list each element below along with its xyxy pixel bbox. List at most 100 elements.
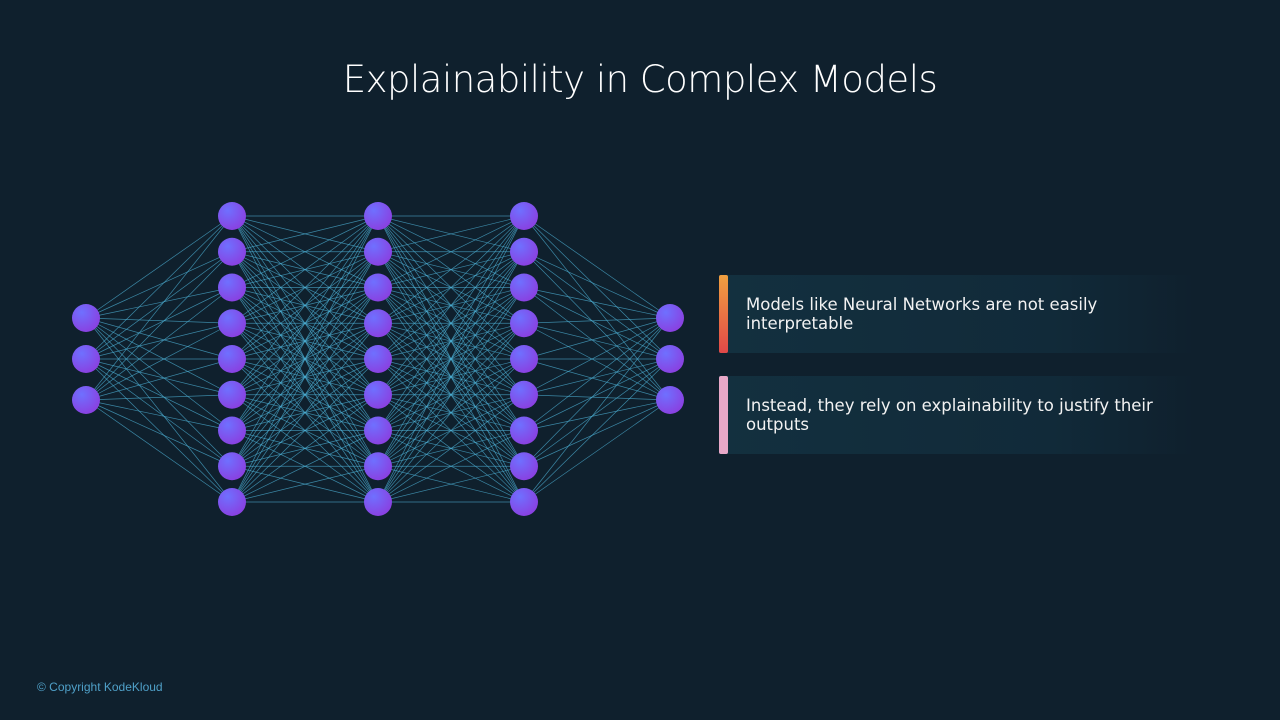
network-edge: [231, 430, 379, 503]
network-edge: [85, 322, 233, 360]
network-edge: [231, 215, 379, 395]
network-edge: [523, 399, 671, 467]
network-edge: [85, 399, 233, 467]
network-node: [364, 452, 392, 481]
network-node: [218, 345, 246, 373]
network-edge: [85, 358, 233, 431]
network-node: [510, 416, 538, 445]
network-edge: [523, 399, 671, 431]
network-node: [510, 345, 538, 373]
network-edge: [377, 430, 525, 503]
network-node: [364, 309, 392, 338]
card-text: Instead, they rely on explainability to …: [746, 396, 1153, 434]
network-edge: [523, 358, 671, 431]
network-node: [656, 386, 684, 414]
network-edge: [377, 465, 525, 503]
network-edge: [231, 215, 379, 467]
network-edge: [231, 358, 379, 503]
network-edge: [231, 215, 379, 431]
network-node: [364, 202, 392, 230]
network-node: [218, 309, 246, 338]
network-node: [218, 237, 246, 266]
network-edge: [523, 317, 671, 431]
network-edge: [85, 317, 233, 431]
network-edge: [377, 215, 525, 360]
network-edge: [85, 399, 233, 503]
network-edge: [523, 317, 671, 324]
network-edge: [523, 394, 671, 401]
network-edge: [85, 287, 233, 319]
network-edge: [85, 358, 233, 401]
network-edge: [523, 317, 671, 396]
network-edge: [377, 358, 525, 503]
network-edge: [523, 287, 671, 401]
network-edge: [377, 215, 525, 253]
network-edge: [231, 251, 379, 503]
network-edge: [231, 215, 379, 324]
network-edge: [231, 394, 379, 503]
network-edge: [523, 358, 671, 396]
network-edge: [85, 215, 233, 360]
network-edge: [85, 394, 233, 401]
network-node: [364, 273, 392, 302]
network-edge: [85, 251, 233, 401]
network-node: [218, 202, 246, 230]
network-edge: [231, 323, 379, 503]
network-node: [72, 386, 100, 414]
network-edge: [231, 215, 379, 503]
network-node: [510, 309, 538, 338]
network-edge: [523, 317, 671, 503]
network-node: [218, 416, 246, 445]
network-edge: [231, 215, 379, 360]
network-node: [218, 488, 246, 516]
network-edge: [85, 317, 233, 467]
network-node: [72, 345, 100, 373]
network-edge: [523, 322, 671, 360]
network-edge: [85, 322, 233, 401]
network-edge: [523, 251, 671, 401]
network-edge: [85, 399, 233, 431]
network-edge: [85, 358, 233, 467]
info-card-1: Models like Neural Networks are not easi…: [719, 275, 1195, 353]
network-edge: [85, 317, 233, 324]
network-edge: [377, 323, 525, 503]
network-edge: [231, 215, 379, 288]
network-node: [510, 452, 538, 481]
network-node: [364, 345, 392, 373]
network-edge: [377, 251, 525, 503]
network-node: [364, 380, 392, 409]
network-edge: [85, 215, 233, 319]
network-edge: [377, 215, 525, 467]
network-edge: [523, 358, 671, 467]
network-edge: [523, 358, 671, 503]
network-node: [218, 380, 246, 409]
network-node: [72, 304, 100, 332]
network-edge: [85, 287, 233, 401]
network-edge: [231, 215, 379, 253]
accent-bar: [719, 376, 728, 454]
network-edge: [85, 317, 233, 503]
network-node: [510, 202, 538, 230]
network-edge: [85, 317, 233, 360]
network-edge: [523, 215, 671, 401]
network-edge: [523, 399, 671, 503]
network-edge: [377, 394, 525, 503]
network-edge: [523, 215, 671, 360]
slide-title: Explainability in Complex Models: [342, 58, 938, 101]
network-edge: [523, 251, 671, 319]
network-edge: [523, 215, 671, 319]
network-edge: [523, 251, 671, 360]
copyright-footer: © Copyright KodeKloud: [37, 680, 163, 694]
network-edge: [377, 287, 525, 503]
network-edge: [523, 358, 671, 401]
network-edge: [523, 317, 671, 360]
network-node: [656, 345, 684, 373]
network-edge: [85, 251, 233, 360]
network-node: [218, 452, 246, 481]
network-edge: [377, 215, 525, 503]
network-node: [510, 237, 538, 266]
network-node: [364, 488, 392, 516]
network-node: [364, 416, 392, 445]
network-edge: [377, 215, 525, 431]
